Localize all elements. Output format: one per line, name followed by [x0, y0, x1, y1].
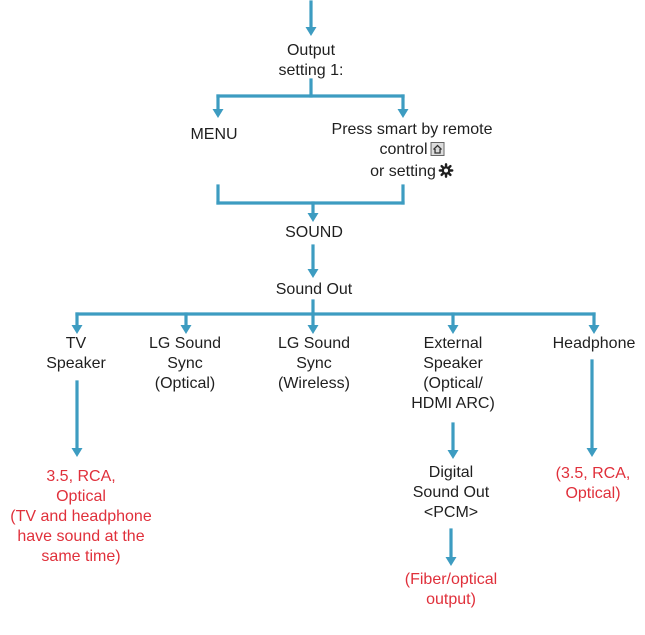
lg-sound-sync-wireless-node: LG Sound Sync (Wireless)	[278, 334, 350, 394]
node-line: <PCM>	[423, 504, 479, 521]
node-line: Speaker	[423, 355, 483, 372]
arrow-head	[307, 213, 319, 222]
sound-node: SOUND	[285, 223, 343, 243]
arrow-head	[307, 269, 319, 278]
node-line: setting 1:	[278, 62, 344, 79]
headphone-node: Headphone	[553, 334, 636, 354]
arrow-head	[447, 450, 459, 459]
headphone-note: (3.5, RCA, Optical)	[556, 464, 631, 504]
node-line: or setting	[370, 163, 436, 180]
arrow-head	[447, 325, 459, 334]
tv-speaker-node: TV Speaker	[46, 334, 106, 374]
note-line: (TV and headphone	[10, 508, 152, 525]
output-setting-node: Output setting 1:	[279, 41, 344, 81]
node-line-setting: or setting	[332, 162, 493, 184]
node-line-control: control	[332, 140, 493, 162]
note-line: Optical)	[565, 485, 621, 502]
note-line: have sound at the	[17, 528, 145, 545]
arrow-head	[397, 109, 409, 118]
node-line: Speaker	[46, 355, 106, 372]
arrow-head	[445, 557, 457, 566]
arrow-head	[586, 448, 598, 457]
node-line: LG Sound	[277, 335, 351, 352]
lg-sound-sync-optical-node: LG Sound Sync (Optical)	[149, 334, 221, 394]
node-line: (Optical/	[423, 375, 483, 392]
node-line: Headphone	[552, 335, 636, 352]
home-icon	[430, 142, 445, 162]
note-line: (3.5, RCA,	[555, 465, 631, 482]
node-line: External	[423, 335, 483, 352]
arrow-head	[588, 325, 600, 334]
node-line: Digital	[428, 464, 474, 481]
sound-out-node: Sound Out	[276, 280, 353, 300]
node-line: (Wireless)	[278, 375, 350, 392]
node-line: Sound Out	[412, 484, 490, 501]
digital-sound-out-node: Digital Sound Out <PCM>	[413, 463, 490, 523]
node-line: Sync	[296, 355, 332, 372]
gear-icon	[439, 163, 454, 184]
arrow-head	[180, 325, 192, 334]
node-line: SOUND	[285, 224, 343, 241]
node-line: TV	[65, 335, 87, 352]
arrow-head	[305, 27, 317, 36]
node-line: (Optical)	[154, 375, 216, 392]
node-line: Sync	[167, 355, 203, 372]
node-line: control	[379, 141, 428, 158]
external-speaker-node: External Speaker (Optical/ HDMI ARC)	[411, 334, 495, 414]
note-line: 3.5, RCA,	[46, 468, 116, 485]
node-line: LG Sound	[148, 335, 222, 352]
arrow-head	[212, 109, 224, 118]
note-line: Optical	[56, 488, 106, 505]
arrow-head	[71, 325, 83, 334]
press-smart-node: Press smart by remote control or setting	[332, 120, 493, 184]
node-line: MENU	[190, 126, 238, 143]
node-line: Press smart by remote	[331, 121, 493, 138]
digital-note: (Fiber/optical output)	[405, 570, 497, 610]
note-line: output)	[426, 591, 476, 608]
tv-speaker-note: 3.5, RCA, Optical (TV and headphone have…	[10, 467, 151, 567]
note-line: same time)	[41, 548, 121, 565]
node-line: HDMI ARC)	[411, 395, 495, 412]
node-line: Output	[286, 42, 336, 59]
arrow-head	[71, 448, 83, 457]
arrow-head	[307, 325, 319, 334]
menu-node: MENU	[190, 125, 237, 145]
note-line: (Fiber/optical	[404, 571, 498, 588]
node-line: Sound Out	[275, 281, 353, 298]
